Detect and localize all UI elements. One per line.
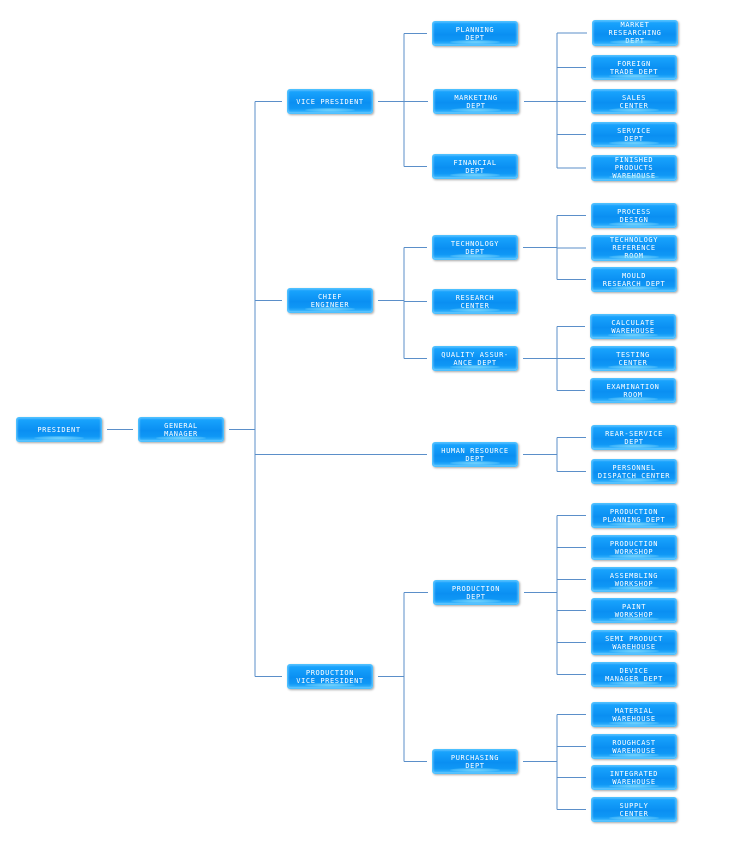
- node-testing-center[interactable]: TESTING CENTER: [590, 346, 676, 371]
- node-material-warehouse[interactable]: MATERIAL WAREHOUSE: [591, 702, 677, 727]
- node-semi-product-warehouse[interactable]: SEMI PRODUCT WAREHOUSE: [591, 630, 677, 655]
- node-financial-dept[interactable]: FINANCIAL DEPT: [432, 154, 518, 179]
- node-research-center[interactable]: RESEARCH CENTER: [432, 289, 518, 314]
- node-vice-president[interactable]: VICE PRESIDENT: [287, 89, 373, 114]
- node-planning-dept[interactable]: PLANNING DEPT: [432, 21, 518, 46]
- node-quality-assurance-dept[interactable]: QUALITY ASSUR- ANCE DEPT: [432, 346, 518, 371]
- node-chief-engineer[interactable]: CHIEF ENGINEER: [287, 288, 373, 313]
- node-personnel-dispatch-center[interactable]: PERSONNEL DISPATCH CENTER: [591, 459, 677, 484]
- node-integrated-warehouse[interactable]: INTEGRATED WAREHOUSE: [591, 765, 677, 790]
- node-assembling-workshop[interactable]: ASSEMBLING WORKSHOP: [591, 567, 677, 592]
- node-marketing-dept[interactable]: MARKETING DEPT: [433, 89, 519, 114]
- node-roughcast-warehouse[interactable]: ROUGHCAST WAREHOUSE: [591, 734, 677, 759]
- node-human-resource-dept[interactable]: HUMAN RESOURCE DEPT: [432, 442, 518, 467]
- node-general-manager[interactable]: GENERAL MANAGER: [138, 417, 224, 442]
- node-device-manager-dept[interactable]: DEVICE MANAGER DEPT: [591, 662, 677, 687]
- node-sales-center[interactable]: SALES CENTER: [591, 89, 677, 114]
- node-production-workshop[interactable]: PRODUCTION WORKSHOP: [591, 535, 677, 560]
- node-service-dept[interactable]: SERVICE DEPT: [591, 122, 677, 147]
- node-market-researching-dept[interactable]: MARKET RESEARCHING DEPT: [592, 20, 678, 46]
- node-production-vice-president[interactable]: PRODUCTION VICE PRESIDENT: [287, 664, 373, 689]
- node-mould-research-dept[interactable]: MOULD RESEARCH DEPT: [591, 267, 677, 292]
- node-paint-workshop[interactable]: PAINT WORKSHOP: [591, 598, 677, 623]
- node-rear-service-dept[interactable]: REAR-SERVICE DEPT: [591, 425, 677, 450]
- node-president[interactable]: PRESIDENT: [16, 417, 102, 442]
- node-technology-reference-room[interactable]: TECHNOLOGY REFERENCE ROOM: [591, 235, 677, 261]
- node-calculate-warehouse[interactable]: CALCULATE WAREHOUSE: [590, 314, 676, 339]
- node-technology-dept[interactable]: TECHNOLOGY DEPT: [432, 235, 518, 260]
- node-examination-room[interactable]: EXAMINATION ROOM: [590, 378, 676, 403]
- node-purchasing-dept[interactable]: PURCHASING DEPT: [432, 749, 518, 774]
- node-production-dept[interactable]: PRODUCTION DEPT: [433, 580, 519, 605]
- node-process-design[interactable]: PROCESS DESIGN: [591, 203, 677, 228]
- node-finished-products-warehouse[interactable]: FINISHED PRODUCTS WAREHOUSE: [591, 155, 677, 181]
- node-foreign-trade-dept[interactable]: FOREIGN TRADE DEPT: [591, 55, 677, 80]
- node-supply-center[interactable]: SUPPLY CENTER: [591, 797, 677, 822]
- node-production-planning-dept[interactable]: PRODUCTION PLANNING DEPT: [591, 503, 677, 528]
